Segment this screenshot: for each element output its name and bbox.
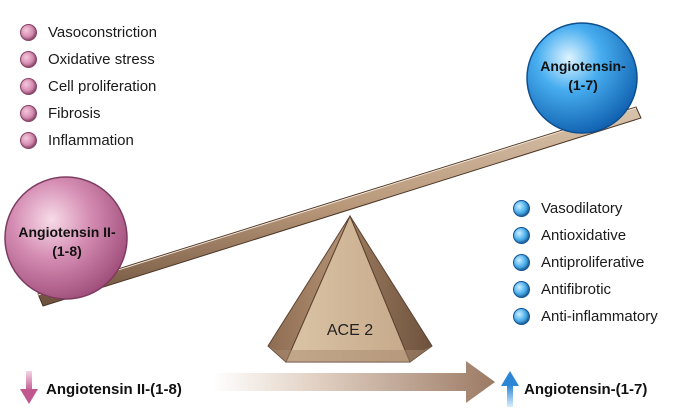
down-arrow-icon — [20, 371, 38, 404]
blue-bullet-icon — [513, 254, 530, 271]
seesaw-beam — [37, 106, 642, 307]
shift-arrow — [212, 361, 495, 403]
angiotensin-ii-ball — [4, 176, 128, 300]
decrease-angiotensin-ii-label: Angiotensin II-(1-8) — [46, 381, 182, 398]
angiotensin-ii-ball-label: Angiotensin II- (1-8) — [18, 224, 116, 259]
list-item: Antifibrotic — [513, 276, 658, 303]
pink-bullet-icon — [20, 132, 37, 149]
blue-bullet-icon — [513, 200, 530, 217]
list-item: Cell proliferation — [20, 73, 157, 100]
list-item: Oxidative stress — [20, 46, 157, 73]
pink-bullet-icon — [20, 51, 37, 68]
list-item: Anti-inflammatory — [513, 303, 658, 330]
list-item: Vasodilatory — [513, 195, 658, 222]
fulcrum-pyramid — [267, 214, 433, 363]
pink-bullet-icon — [20, 78, 37, 95]
blue-bullet-icon — [513, 281, 530, 298]
list-item: Vasoconstriction — [20, 19, 157, 46]
list-item: Antiproliferative — [513, 249, 658, 276]
list-item: Inflammation — [20, 127, 157, 154]
blue-bullet-icon — [513, 308, 530, 325]
angiotensin-1-7-ball-label: Angiotensin- (1-7) — [540, 58, 626, 93]
ace2-label: ACE 2 — [326, 322, 374, 339]
increase-angiotensin-1-7-label: Angiotensin-(1-7) — [524, 381, 648, 398]
angiotensin-1-7-ball — [526, 22, 638, 134]
angiotensin-ii-effects-list: Vasoconstriction Oxidative stress Cell p… — [20, 19, 157, 154]
list-item: Antioxidative — [513, 222, 658, 249]
pink-bullet-icon — [20, 105, 37, 122]
list-item: Fibrosis — [20, 100, 157, 127]
angiotensin-1-7-effects-list: Vasodilatory Antioxidative Antiprolifera… — [513, 195, 658, 330]
up-arrow-icon — [501, 371, 519, 407]
blue-bullet-icon — [513, 227, 530, 244]
pink-bullet-icon — [20, 24, 37, 41]
